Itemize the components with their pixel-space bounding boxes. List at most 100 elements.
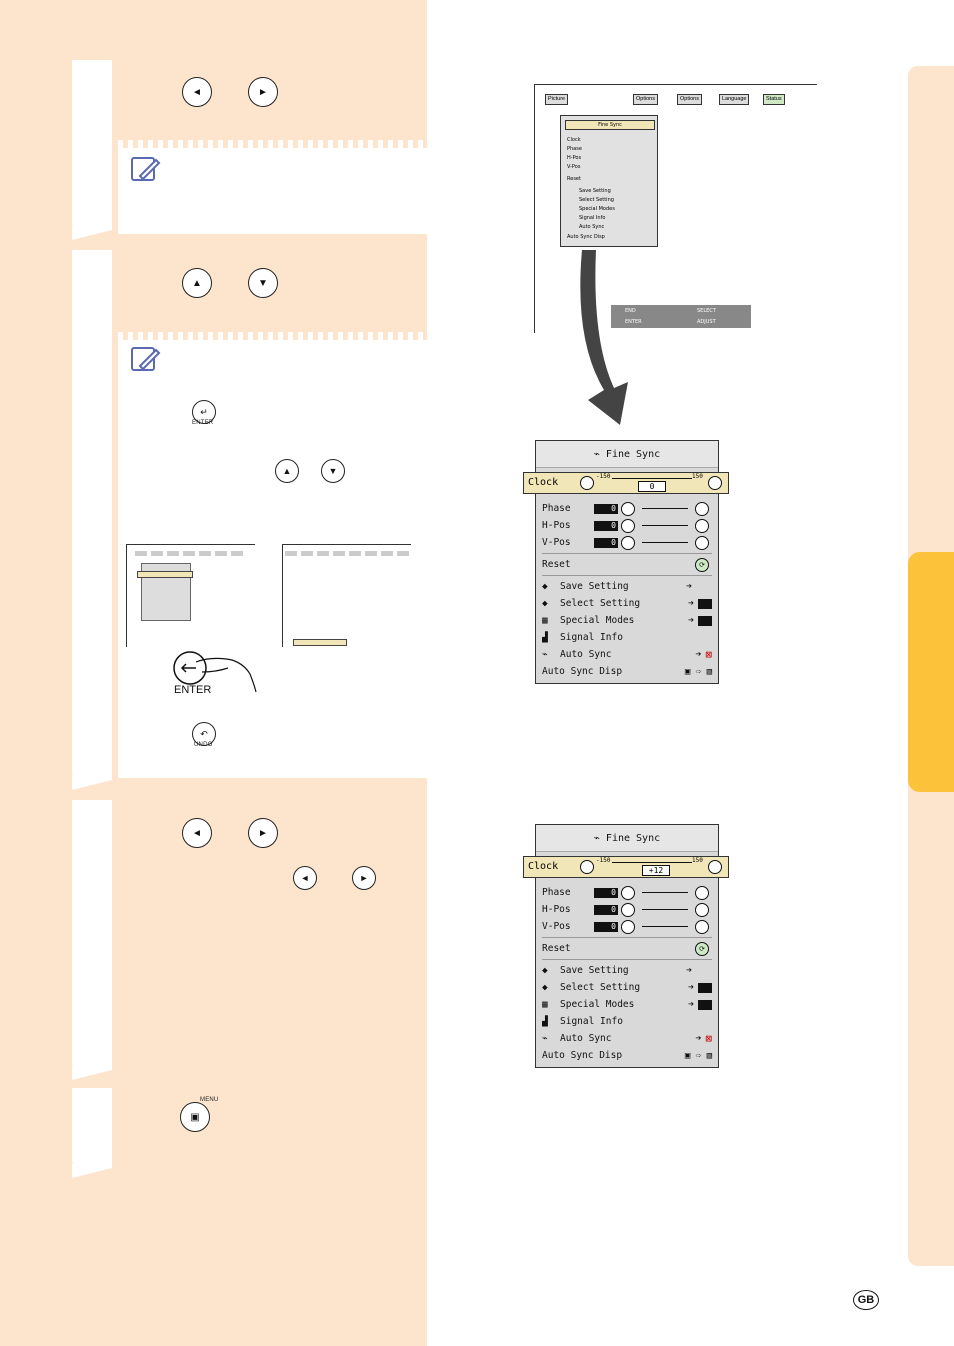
tab-language: Language: [719, 94, 750, 105]
menu-item-save-setting: ◆Save Setting➔: [542, 581, 692, 592]
menu-item-auto-sync: ⌁Auto Sync➔⊠: [542, 1032, 712, 1045]
item-label: Select Setting: [560, 982, 641, 993]
curved-arrow-icon: [580, 250, 628, 425]
down-button-icon: ▼: [248, 268, 278, 298]
row-value: 0: [594, 921, 618, 932]
step-1-panel: ◄ ►: [118, 60, 427, 142]
enter-hand-caption: ENTER: [174, 684, 212, 696]
row-label: Reset: [542, 943, 571, 954]
menu-button-icon: ▣: [180, 1102, 210, 1132]
row-label: Reset: [542, 559, 571, 570]
menu-row-vpos: V-Pos 0: [536, 534, 718, 551]
note-pencil-icon: [131, 347, 161, 371]
item-label: Special Modes: [560, 999, 635, 1010]
clock-label: Clock: [528, 861, 559, 872]
menu-item-signal-info: ▟Signal Info: [536, 629, 718, 646]
clock-min: -150: [596, 857, 611, 864]
submenu-row: V-Pos: [567, 164, 581, 170]
submenu-row: Clock: [567, 137, 581, 143]
language-badge: GB: [853, 1290, 879, 1310]
select-setting-icon: ◆: [542, 598, 548, 609]
submenu-row: Select Setting: [579, 197, 614, 203]
submenu-row: Auto Sync: [579, 224, 605, 230]
submenu-row: Auto Sync Disp: [567, 234, 605, 240]
item-label: Auto Sync: [560, 649, 612, 660]
clock-row-highlight: Clock -150 150 0: [523, 472, 729, 494]
step-4-panel: ▣ MENU: [118, 1088, 427, 1168]
row-value: 0: [594, 503, 618, 514]
right-button-icon: ►: [248, 77, 278, 107]
row-label: V-Pos: [542, 537, 571, 548]
step-2-bar: [72, 250, 112, 780]
clock-max: 150: [692, 473, 703, 480]
guide-bar: END ENTER SELECT ADJUST: [611, 305, 751, 328]
menu-item-select-setting: ◆Select Setting➔: [536, 595, 718, 612]
reset-icon: ⟳: [695, 941, 709, 956]
menu-title: ⌁Fine Sync: [536, 441, 718, 468]
submenu-row: Special Modes: [579, 206, 615, 212]
tab-options-2: Options: [677, 94, 702, 105]
item-label: Save Setting: [560, 965, 629, 976]
fine-sync-submenu: Fine Sync Clock Phase H-Pos V-Pos Reset …: [560, 115, 658, 247]
menu-row-reset: Reset ⟳: [536, 940, 718, 957]
row-label: Phase: [542, 887, 571, 898]
select-setting-icon: ◆: [542, 982, 548, 993]
phase-icon: [695, 885, 709, 900]
item-label: Special Modes: [560, 615, 635, 626]
auto-sync-disp-icon: ▣ ⇨ ▧: [684, 1050, 712, 1061]
signal-info-icon: ▟: [542, 632, 548, 643]
clock-value: 0: [638, 481, 666, 492]
guide-enter: ENTER: [625, 319, 642, 325]
left-button-icon: ◄: [182, 77, 212, 107]
row-value: 0: [594, 887, 618, 898]
down-button-icon: ▼: [321, 459, 345, 483]
clock-icon: [580, 860, 594, 874]
submenu-row: H-Pos: [567, 155, 582, 161]
menu-title: ⌁Fine Sync: [536, 825, 718, 852]
undo-button-icon: ↶: [192, 722, 216, 746]
row-label: H-Pos: [542, 520, 571, 531]
tab-options-1: Options: [633, 94, 658, 105]
vpos-icon: [621, 919, 635, 934]
step-3-bar: [72, 800, 112, 1070]
up-button-icon: ▲: [275, 459, 299, 483]
clock-min: -150: [596, 473, 611, 480]
row-label: Phase: [542, 503, 571, 514]
clock-icon: [708, 860, 722, 874]
guide-adjust: ADJUST: [697, 319, 716, 325]
menu-row-phase: Phase 0: [536, 500, 718, 517]
menu-item-auto-sync: ⌁Auto Sync➔⊠: [542, 648, 712, 661]
phase-icon: [621, 501, 635, 516]
special-modes-icon: ▦: [542, 615, 548, 626]
right-button-icon: ►: [352, 866, 376, 890]
screen-thumbnail-2: [282, 544, 411, 647]
menu-title-text: Fine Sync: [605, 832, 661, 844]
undo-caption: UNDO: [194, 742, 213, 748]
clock-icon: [580, 476, 594, 490]
guide-end: END: [625, 308, 636, 314]
menu-item-save-setting: ◆Save Setting➔: [542, 965, 692, 976]
row-value: 0: [594, 537, 618, 548]
auto-sync-disp-icon: ▣ ⇨ ▧: [684, 666, 712, 677]
vpos-icon: [695, 919, 709, 934]
menu-caption: MENU: [200, 1097, 219, 1103]
left-button-icon: ◄: [182, 818, 212, 848]
menu-row-reset: Reset ⟳: [536, 556, 718, 573]
submenu-row: Signal Info: [579, 215, 606, 221]
step-4-bar: [72, 1088, 112, 1168]
submenu-row: Reset: [567, 176, 581, 182]
vpos-icon: [621, 535, 635, 550]
reset-icon: ⟳: [695, 557, 709, 572]
clock-max: 150: [692, 857, 703, 864]
up-button-icon: ▲: [182, 268, 212, 298]
note-pencil-icon: [131, 157, 161, 181]
hpos-icon: [621, 518, 635, 533]
clock-row-highlight: Clock -150 150 +12: [523, 856, 729, 878]
menu-title-text: Fine Sync: [605, 448, 661, 460]
enter-button-icon: ↵: [192, 400, 216, 424]
note-panel-2: ↵ ENTER ▲ ▼ ENTER ↶ UNDO: [118, 332, 427, 778]
clock-value: +12: [642, 865, 670, 876]
guide-select: SELECT: [697, 308, 716, 314]
